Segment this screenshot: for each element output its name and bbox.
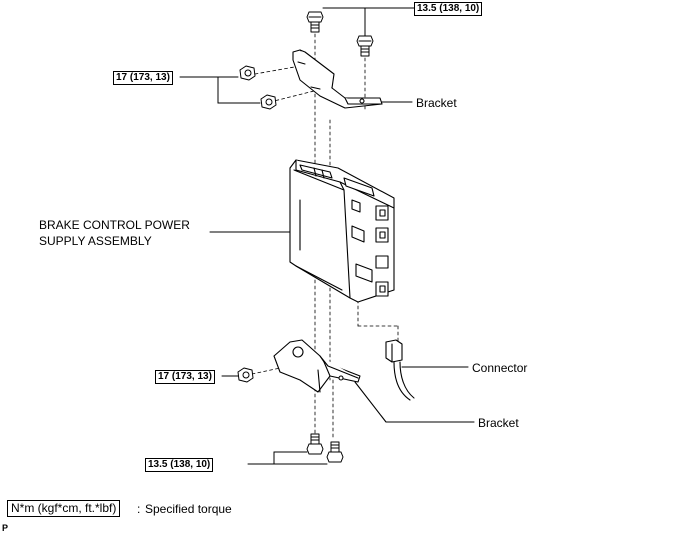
top-right-bolt: [356, 35, 374, 57]
torque-label-top-nuts: 17 (173, 13): [113, 71, 173, 85]
bottom-bolt-1: [306, 433, 324, 455]
assembly-body: [289, 159, 395, 303]
legend-description: Specified torque: [145, 502, 232, 516]
bottom-bracket-leader: [354, 381, 475, 423]
bottom-bracket-shape: [273, 339, 361, 393]
assembly-label-line2: SUPPLY ASSEMBLY: [39, 234, 152, 248]
bottom-bracket-label: Bracket: [478, 416, 519, 430]
legend-separator: :: [137, 502, 141, 516]
torque-leaders: [179, 7, 415, 465]
torque-label-bottom-bolts: 13.5 (138, 10): [145, 458, 214, 472]
connector-label: Connector: [472, 361, 528, 375]
top-nut-2: [260, 94, 277, 110]
legend-unit-box: N*m (kgf*cm, ft.*lbf): [7, 500, 121, 517]
torque-label-top-bolts: 13.5 (138, 10): [414, 2, 483, 16]
top-bracket-shape: [292, 49, 383, 109]
bottom-nut: [237, 367, 254, 383]
top-bracket-label: Bracket: [416, 96, 457, 110]
torque-label-bottom-nut: 17 (173, 13): [155, 370, 215, 384]
top-left-bolt: [306, 11, 324, 33]
assembly-label-line1: BRAKE CONTROL POWER: [39, 218, 190, 232]
top-nut-1: [239, 65, 256, 81]
connector-shape: [385, 339, 415, 401]
bottom-bolt-2: [326, 441, 344, 463]
corner-code: P: [2, 523, 9, 533]
